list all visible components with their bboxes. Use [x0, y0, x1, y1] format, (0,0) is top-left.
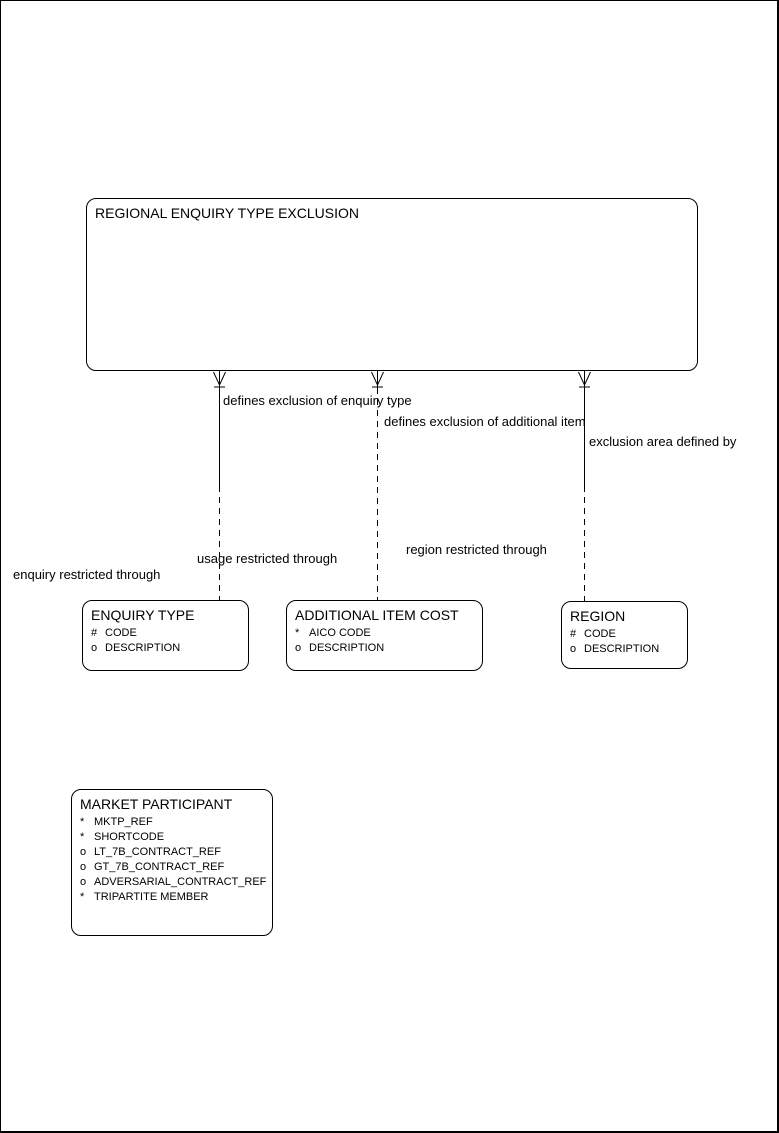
attribute-prefix: * — [80, 816, 85, 828]
attribute-prefix: o — [570, 643, 577, 655]
attribute-name: TRIPARTITE MEMBER — [94, 891, 209, 903]
attribute-prefix: o — [80, 876, 87, 888]
attribute-name: CODE — [105, 627, 137, 639]
line-defines-exclusion-of-enquiry-type — [213, 371, 226, 600]
attribute-description: o DESCRIPTION — [562, 642, 687, 657]
attribute-code: # CODE — [562, 627, 687, 642]
relationship-label-enquiry-restricted-through: enquiry restricted through — [13, 567, 161, 582]
attribute-name: CODE — [584, 628, 616, 640]
attribute-prefix: o — [295, 642, 302, 654]
attribute-adversarial-contract-ref: o ADVERSARIAL_CONTRACT_REF — [72, 875, 272, 890]
attribute-name: AICO CODE — [309, 627, 371, 639]
entity-market-participant[interactable]: MARKET PARTICIPANT *MKTP_REF *SHORTCODE … — [71, 789, 273, 936]
attribute-name: DESCRIPTION — [309, 642, 385, 654]
relationship-label-usage-restricted-through: usage restricted through — [197, 551, 338, 566]
attribute-tripartite-member: * TRIPARTITE MEMBER — [72, 890, 272, 905]
relationship-label-defines-exclusion-of-enquiry-type: defines exclusion of enquiry type — [223, 393, 412, 408]
attribute-name: DESCRIPTION — [105, 642, 181, 654]
relationship-label-exclusion-area-defined-by: exclusion area defined by — [589, 434, 737, 449]
attribute-description: o DESCRIPTION — [83, 641, 248, 656]
attribute-shortcode: * SHORTCODE — [72, 830, 272, 845]
attribute-lt-7b-contract-ref: o LT_7B_CONTRACT_REF — [72, 845, 272, 860]
attribute-prefix: # — [570, 628, 577, 640]
entity-title: ENQUIRY TYPE — [91, 607, 195, 623]
entity-regional-enquiry-type-exclusion[interactable]: REGIONAL ENQUIRY TYPE EXCLUSION — [86, 198, 698, 371]
attribute-prefix: * — [80, 891, 85, 903]
entity-enquiry-type[interactable]: ENQUIRY TYPE # CODE o DESCRIPTION — [82, 600, 249, 671]
attribute-name: DESCRIPTION — [584, 643, 660, 655]
entity-title: REGIONAL ENQUIRY TYPE EXCLUSION — [95, 205, 360, 221]
relationship-label-region-restricted-through: region restricted through — [406, 542, 547, 557]
attribute-aico-code: * AICO CODE — [287, 626, 482, 641]
attribute-name: GT_7B_CONTRACT_REF — [94, 861, 225, 873]
entity-title: REGION — [570, 608, 626, 624]
attribute-name: LT_7B_CONTRACT_REF — [94, 846, 221, 858]
attribute-prefix: o — [80, 846, 87, 858]
attribute-name: ADVERSARIAL_CONTRACT_REF — [94, 876, 267, 888]
line-defines-exclusion-of-additional-item — [371, 371, 384, 600]
attribute-code: # CODE — [83, 626, 248, 641]
attribute-prefix: * — [295, 627, 300, 639]
attribute-mktp-ref: * MKTP_REF — [72, 815, 272, 830]
attribute-name: MKTP_REF — [94, 816, 153, 828]
line-exclusion-area-defined-by — [578, 371, 591, 601]
attribute-gt-7b-contract-ref: o GT_7B_CONTRACT_REF — [72, 860, 272, 875]
entity-title: ADDITIONAL ITEM COST — [295, 607, 459, 623]
relationship-label-defines-exclusion-of-additional-item: defines exclusion of additional item — [384, 414, 586, 429]
entity-additional-item-cost[interactable]: ADDITIONAL ITEM COST * AICO CODE o DESCRIP… — [286, 600, 483, 671]
attribute-name: SHORTCODE — [94, 831, 165, 843]
attribute-prefix: o — [80, 861, 87, 873]
attribute-prefix: # — [91, 627, 98, 639]
attribute-description: o DESCRIPTION — [287, 641, 482, 656]
entity-title: MARKET PARTICIPANT — [80, 796, 233, 812]
entity-region[interactable]: REGION # CODE o DESCRIPTION — [561, 601, 688, 669]
attribute-prefix: * — [80, 831, 85, 843]
attribute-prefix: o — [91, 642, 98, 654]
